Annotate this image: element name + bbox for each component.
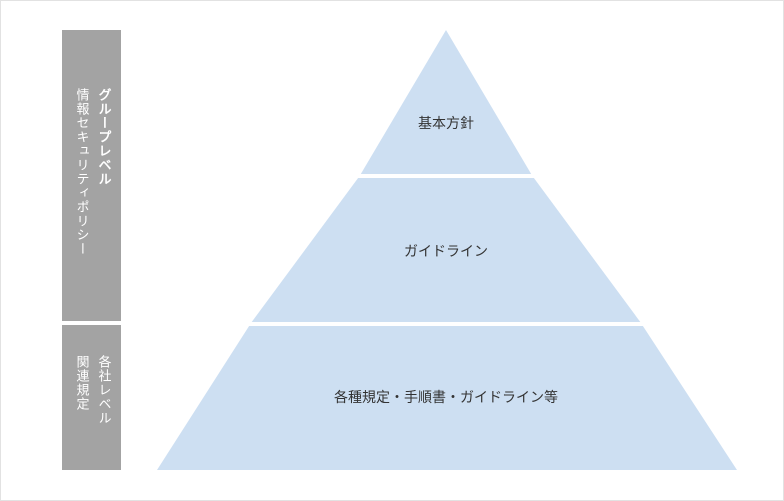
layer-label-guidelines: ガイドライン xyxy=(404,244,488,260)
pyramid-layer-middle xyxy=(251,178,641,322)
group-level-box: グループレベル 情報セキュリティポリシー xyxy=(62,30,121,321)
pyramid-layer-top xyxy=(360,30,532,174)
layer-label-rules-procedures: 各種規定・手順書・ガイドライン等 xyxy=(334,390,558,406)
group-level-label: グループレベル xyxy=(95,88,111,186)
layer-label-basic-policy: 基本方針 xyxy=(418,116,474,132)
pyramid-layer-bottom xyxy=(157,326,737,470)
related-rules-label: 関連規定 xyxy=(73,355,89,411)
company-level-label: 各社レベル xyxy=(95,355,111,425)
group-policy-label: 情報セキュリティポリシー xyxy=(73,88,89,256)
company-level-box: 各社レベル 関連規定 xyxy=(62,325,121,470)
